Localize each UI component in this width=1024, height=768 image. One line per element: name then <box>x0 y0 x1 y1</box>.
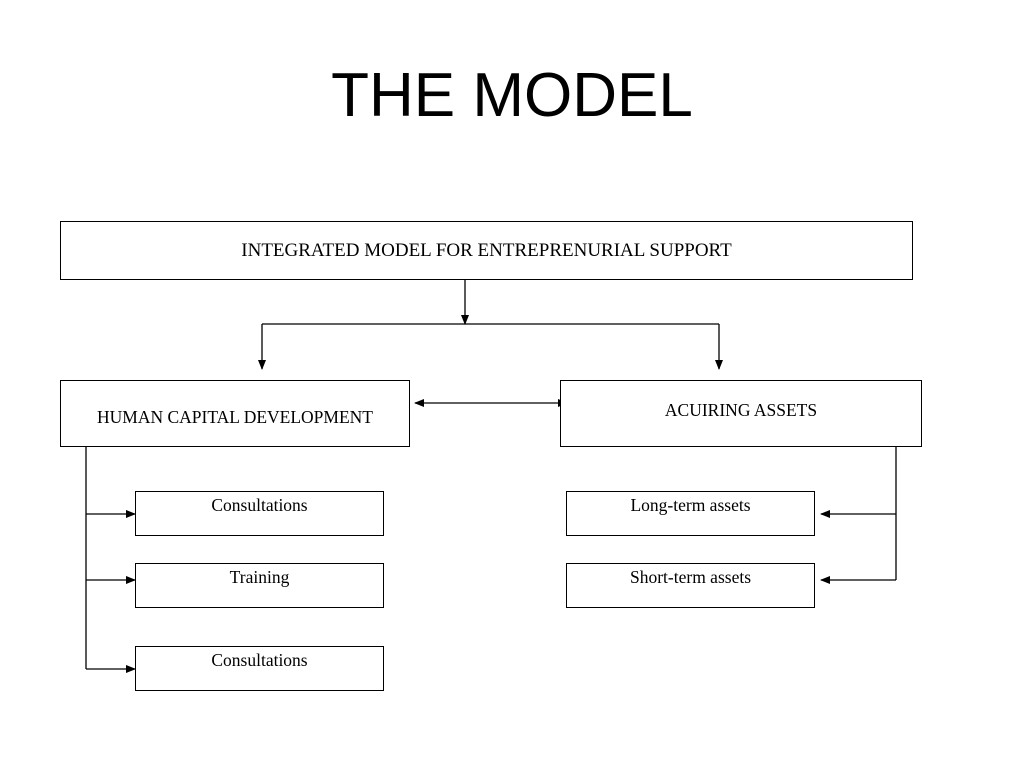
leaf-node-training: Training <box>135 563 384 608</box>
leaf-node-label: Long-term assets <box>630 495 751 515</box>
leaf-node-consultations-1: Consultations <box>135 491 384 536</box>
leaf-node-consultations-2: Consultations <box>135 646 384 691</box>
branch-node-human-capital: HUMAN CAPITAL DEVELOPMENT <box>60 380 410 447</box>
branch-node-acquiring-assets: ACUIRING ASSETS <box>560 380 922 447</box>
branch-node-label: ACUIRING ASSETS <box>664 400 818 420</box>
slide-title: THE MODEL <box>331 61 693 130</box>
leaf-node-long-term-assets: Long-term assets <box>566 491 815 536</box>
root-node-label: INTEGRATED MODEL FOR ENTREPRENURIAL SUPP… <box>241 240 732 261</box>
root-node-box: INTEGRATED MODEL FOR ENTREPRENURIAL SUPP… <box>60 221 913 280</box>
leaf-node-label: Consultations <box>211 650 308 670</box>
leaf-node-label: Short-term assets <box>629 567 752 587</box>
leaf-node-short-term-assets: Short-term assets <box>566 563 815 608</box>
leaf-node-label: Training <box>229 567 290 587</box>
branch-node-label: HUMAN CAPITAL DEVELOPMENT <box>97 407 373 427</box>
leaf-node-label: Consultations <box>211 495 308 515</box>
